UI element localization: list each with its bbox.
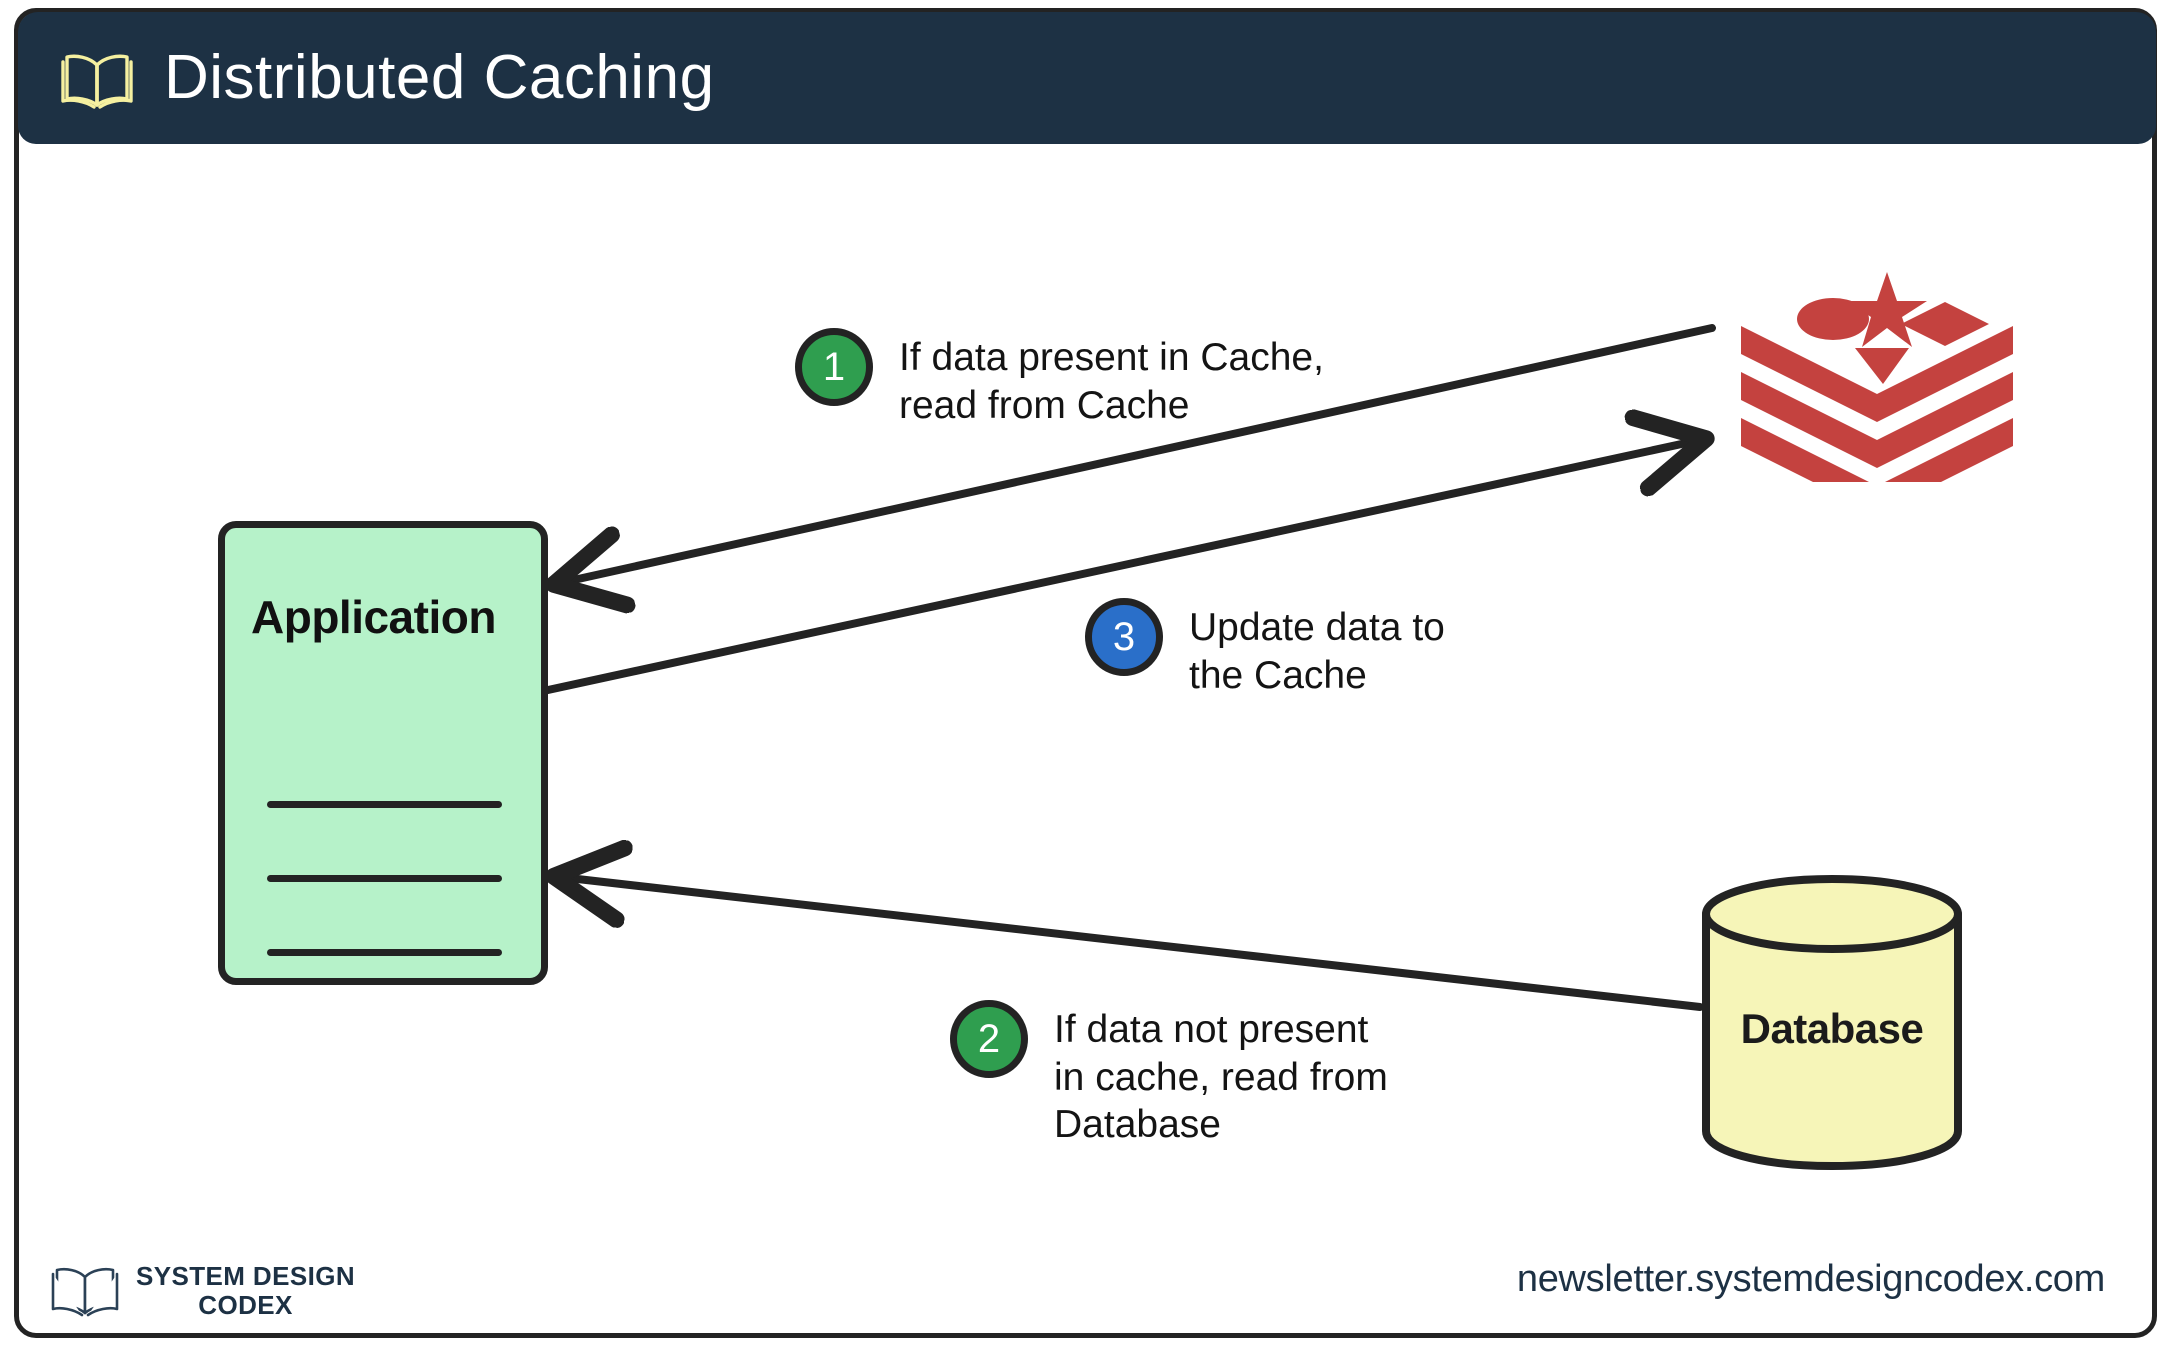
footer-brand-text: SYSTEM DESIGN CODEX xyxy=(136,1261,356,1321)
page-title: Distributed Caching xyxy=(164,43,715,112)
arrow-cache-to-application xyxy=(560,324,1716,583)
application-line-2 xyxy=(267,875,502,882)
step-2: 2 If data not present in cache, read fro… xyxy=(950,1000,1388,1149)
application-line-1 xyxy=(267,801,502,808)
redis-cache-logo-icon xyxy=(1741,272,2013,514)
newsletter-url[interactable]: newsletter.systemdesigncodex.com xyxy=(1516,1258,2105,1300)
step-1-badge: 1 xyxy=(795,328,873,406)
footer-brand-line-1: SYSTEM DESIGN xyxy=(136,1261,356,1291)
step-3: 3 Update data to the Cache xyxy=(1085,598,1445,699)
open-book-icon xyxy=(51,1268,119,1317)
arrow-database-to-application xyxy=(560,877,1704,1011)
application-line-3 xyxy=(267,949,502,956)
step-2-label: If data not present in cache, read from … xyxy=(1054,1008,1388,1147)
step-1: 1 If data present in Cache, read from Ca… xyxy=(795,328,1324,429)
header-bar: Distributed Caching xyxy=(18,12,2156,144)
cache-node[interactable] xyxy=(1737,262,2017,514)
footer-brand-line-2: CODEX xyxy=(198,1290,293,1321)
application-node[interactable]: Application xyxy=(218,521,548,985)
database-node[interactable]: Database xyxy=(1697,870,1967,1175)
arrow-application-to-cache xyxy=(544,440,1700,694)
footer-brand-logo: SYSTEM DESIGN CODEX xyxy=(48,1261,356,1321)
step-1-label: If data present in Cache, read from Cach… xyxy=(899,336,1324,427)
step-3-badge: 3 xyxy=(1085,598,1163,676)
open-book-icon xyxy=(61,54,133,109)
step-2-badge: 2 xyxy=(950,1000,1028,1078)
database-cylinder-icon xyxy=(1702,875,1962,1170)
database-label: Database xyxy=(1740,1005,1924,1052)
application-label: Application xyxy=(251,591,496,643)
step-3-label: Update data to the Cache xyxy=(1189,606,1445,697)
